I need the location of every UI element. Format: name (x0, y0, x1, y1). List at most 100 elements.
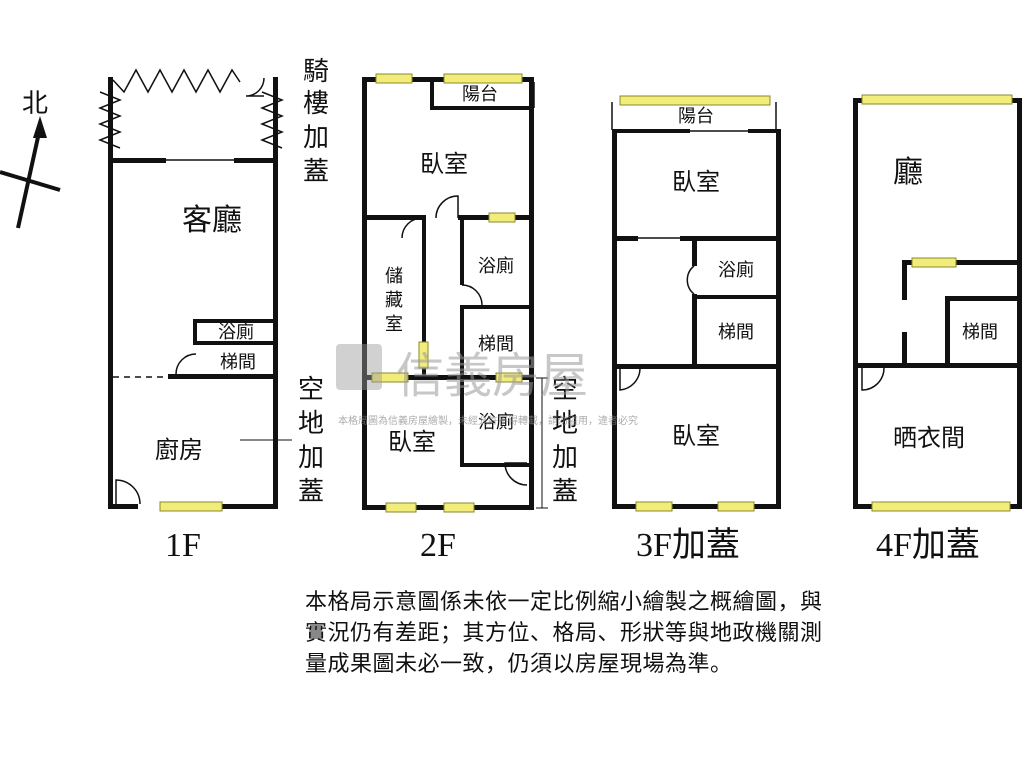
wall (222, 504, 278, 509)
wall (108, 504, 138, 509)
compass-cross-line (0, 170, 61, 192)
wall (1017, 98, 1022, 509)
room-label-bath-lower: 浴廁 (478, 411, 514, 433)
floor-1f: 客廳 浴廁 梯間 廚房 騎 樓 加 蓋 空 地 加 蓋 1F (97, 57, 329, 564)
folding-door-left (97, 91, 123, 149)
door-swing (245, 77, 265, 97)
door-swing (686, 265, 695, 295)
room-label-kitchen: 廚房 (155, 436, 203, 464)
window (159, 501, 223, 512)
wall (945, 296, 950, 368)
wall (617, 364, 781, 369)
window (495, 372, 523, 383)
floor-label-3f: 3F加蓋 (636, 527, 740, 564)
room-label-stairs: 梯間 (220, 352, 256, 373)
wall (680, 236, 781, 241)
wall (430, 82, 434, 110)
wall (464, 463, 534, 467)
wall (612, 504, 781, 509)
door-swing (175, 353, 197, 375)
side-note-yard-1: 空 (552, 375, 578, 405)
wall (193, 319, 197, 341)
wall (422, 215, 426, 375)
floor-3f: 陽台 臥室 浴廁 梯間 臥室 3F加蓋 (611, 95, 781, 564)
wall (460, 305, 534, 309)
wall (108, 77, 113, 160)
door-swing (115, 479, 141, 505)
folding-door-right (259, 91, 285, 149)
window (375, 73, 413, 84)
room-label-bath: 浴廁 (218, 321, 254, 343)
wall (168, 374, 276, 379)
wall (430, 106, 534, 110)
wall (612, 129, 690, 133)
wall (362, 215, 422, 220)
floor-label-4f: 4F加蓋 (876, 527, 980, 564)
wall (902, 260, 1022, 265)
floor-label-1f: 1F (165, 527, 201, 564)
wall (853, 98, 858, 509)
compass: 北 (0, 89, 61, 229)
compass-arrow-shaft (16, 127, 42, 229)
room-label-stairs: 梯間 (718, 322, 754, 343)
side-note-yard-1: 空 (298, 375, 324, 405)
watermark-brand: 信義房屋 (396, 348, 588, 404)
watermark-notice: 本格局圖為信義房屋繪製，未經允許不得轉載，請勿盜用，違者必究 (338, 414, 638, 427)
window (385, 502, 417, 513)
wall (529, 77, 534, 510)
side-note-yard-2: 地 (298, 409, 324, 439)
window (619, 95, 771, 106)
room-label-storage-3: 室 (385, 314, 403, 335)
side-note-yard-3: 加 (552, 443, 578, 473)
room-label-stairs: 梯間 (962, 322, 998, 343)
side-note-yard-4: 蓋 (552, 477, 578, 507)
wall (748, 129, 781, 133)
wall (612, 236, 638, 241)
window (443, 73, 523, 84)
room-label-bedroom-rear: 臥室 (672, 422, 720, 450)
room-label-storage-2: 藏 (385, 290, 403, 311)
watermark: 信義房屋 本格局圖為信義房屋繪製，未經允許不得轉載，請勿盜用，違者必究 (336, 344, 638, 427)
side-note-yard-3: 加 (298, 443, 324, 473)
door-swing (401, 217, 423, 239)
wall (362, 77, 367, 510)
side-note-yard-2: 地 (552, 409, 578, 439)
door-swing (861, 367, 885, 391)
room-label-stairs: 梯間 (478, 334, 514, 355)
side-note-arcade-2: 樓 (303, 89, 329, 119)
compass-arrow-head-icon (33, 116, 47, 138)
wall (460, 215, 464, 285)
window (443, 502, 475, 513)
side-note-arcade-4: 蓋 (303, 157, 329, 187)
door-swing (504, 462, 528, 486)
window (871, 501, 1011, 512)
room-label-balcony: 陽台 (462, 84, 498, 105)
room-label-hall: 廳 (893, 155, 923, 190)
window (418, 341, 429, 369)
room-label-balcony: 陽台 (678, 106, 714, 127)
window (911, 257, 957, 268)
floor-4f: 廳 梯間 晒衣間 4F加蓋 (853, 94, 1022, 564)
wall (362, 375, 534, 380)
room-label-bedroom-front: 臥室 (672, 168, 720, 196)
wall (692, 295, 781, 299)
room-label-bath-upper: 浴廁 (478, 255, 514, 277)
window (635, 501, 673, 512)
wall (193, 319, 276, 323)
wall (902, 332, 907, 368)
wall (692, 236, 697, 266)
wall (945, 296, 1022, 301)
window (371, 372, 409, 383)
wall (612, 130, 617, 509)
wall (460, 305, 464, 467)
room-label-bedroom-rear: 臥室 (388, 428, 436, 456)
wall (692, 294, 697, 368)
window (861, 94, 1013, 105)
room-label-bath: 浴廁 (718, 259, 754, 281)
wall (273, 77, 278, 509)
wall (193, 341, 276, 345)
watermark-logo-icon (336, 344, 382, 390)
wall (108, 158, 166, 163)
floor-2f: 陽台 臥室 儲 藏 室 浴廁 梯間 臥室 浴廁 空 地 加 蓋 (362, 73, 578, 564)
